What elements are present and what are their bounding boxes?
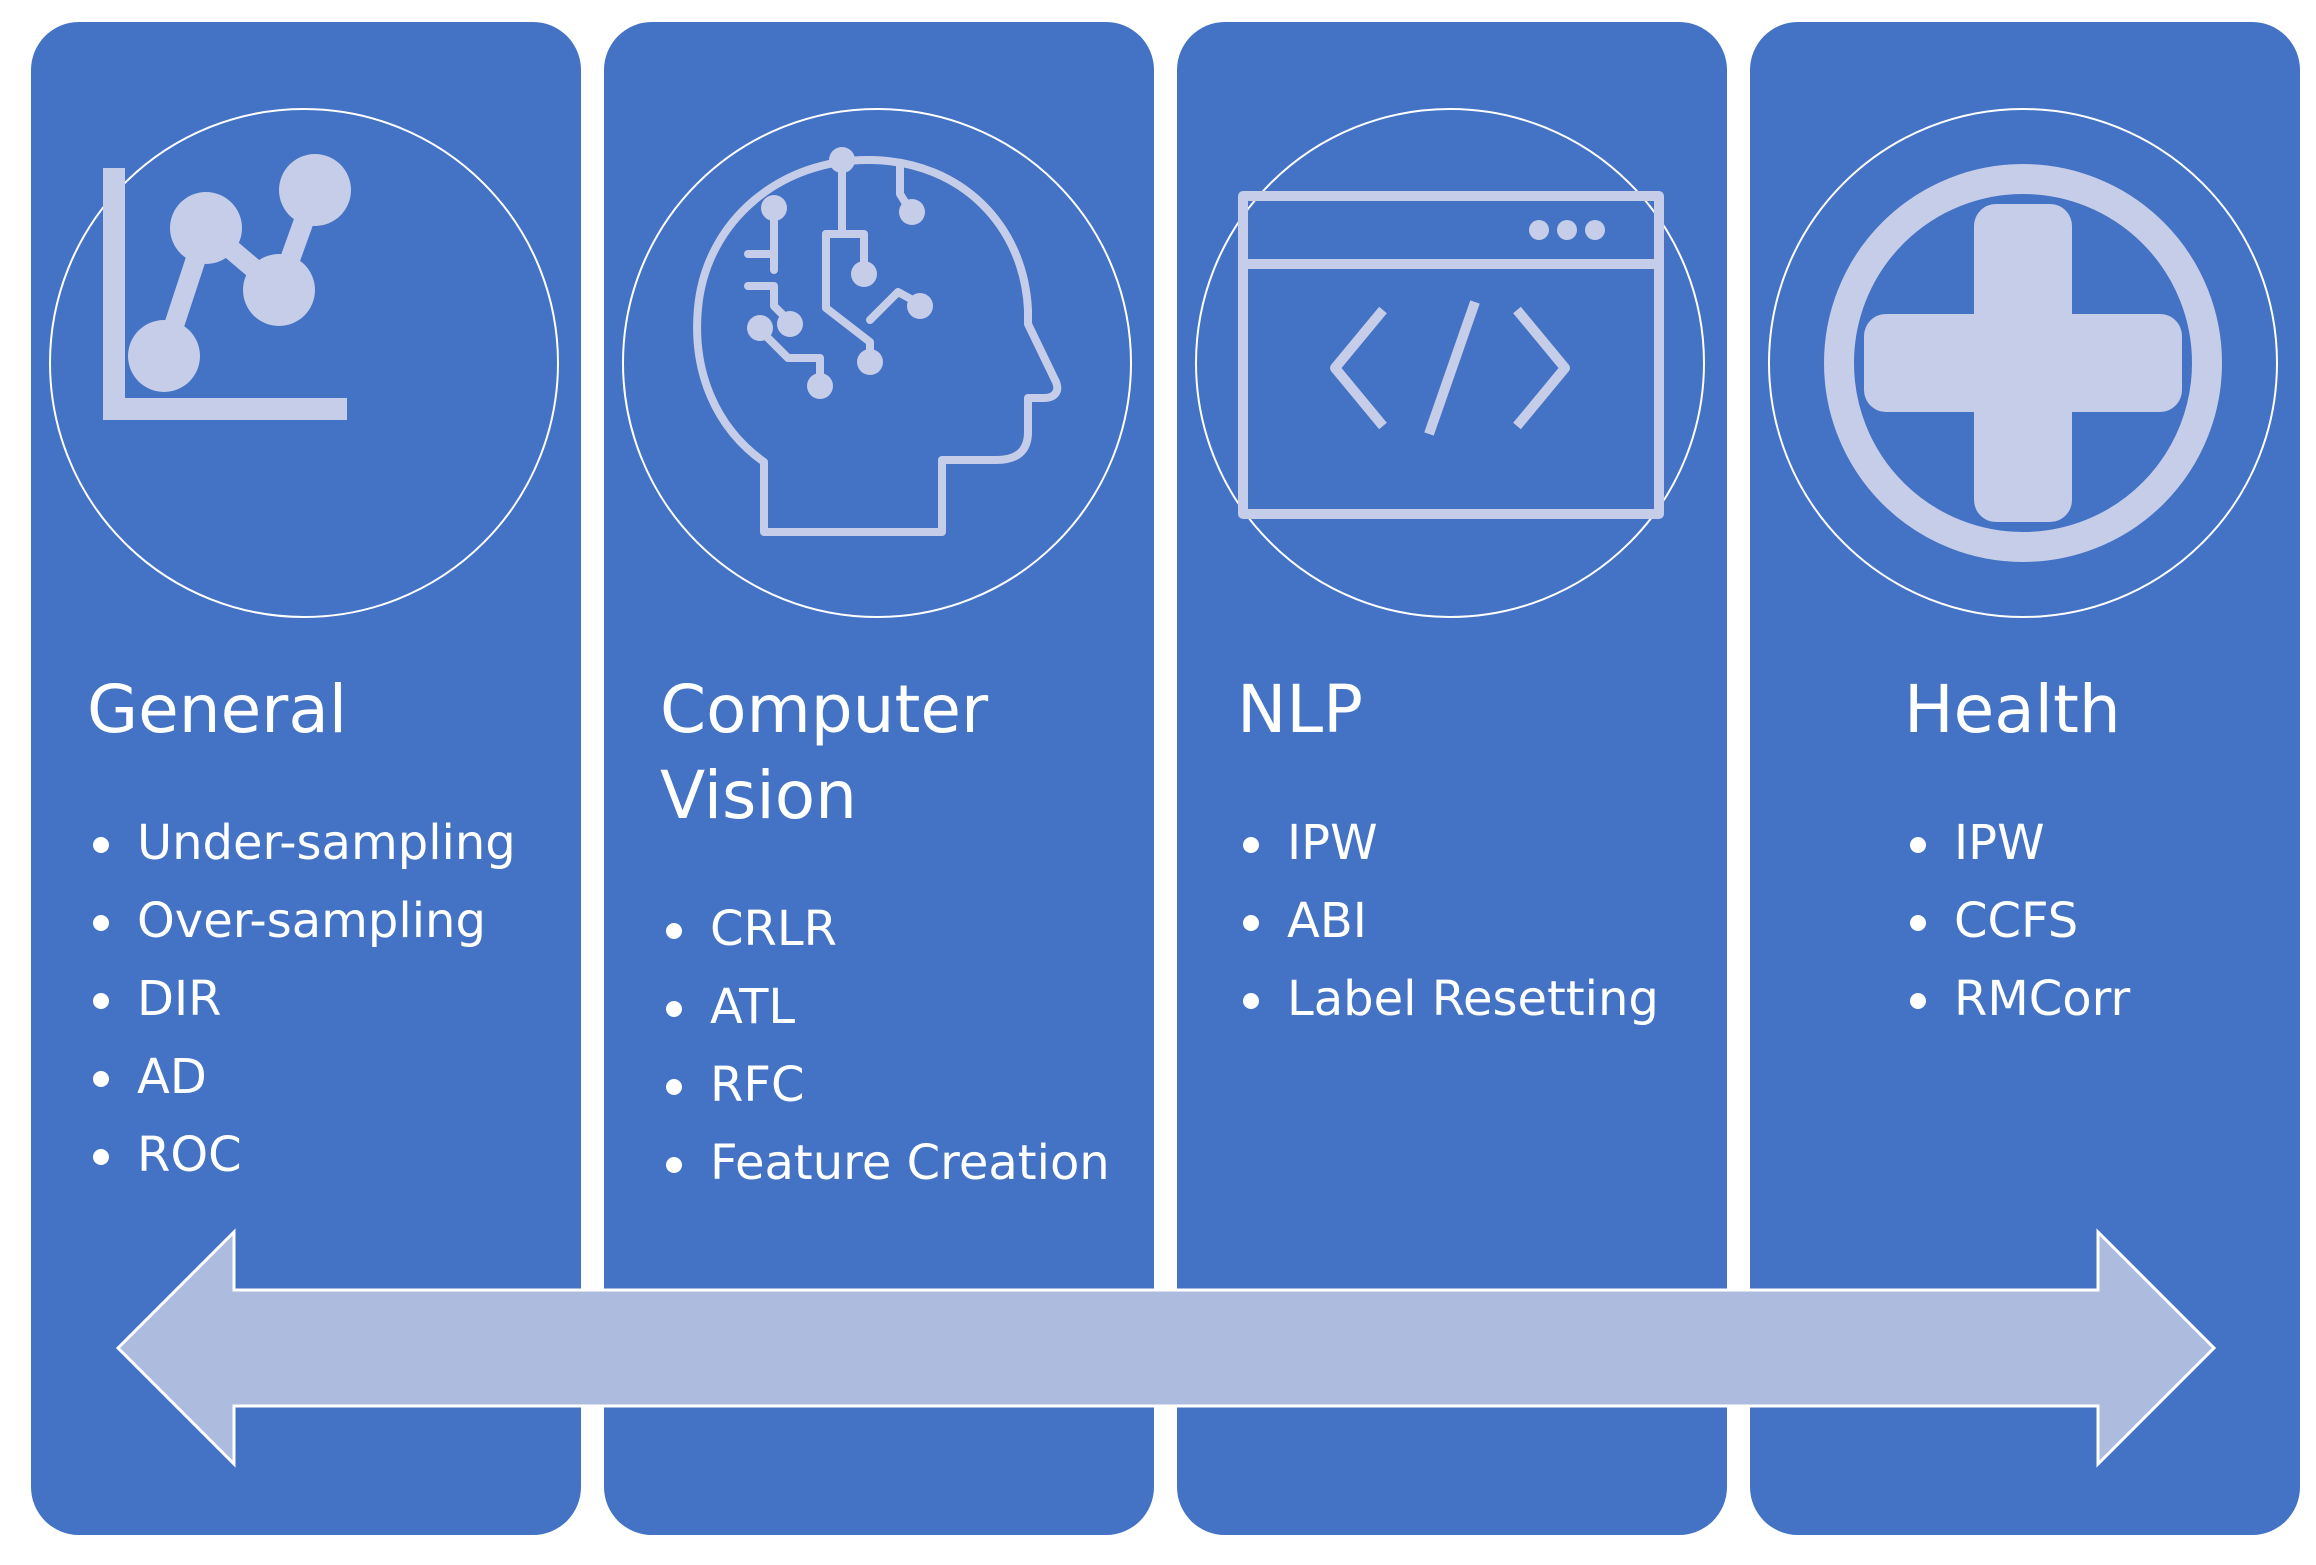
column-title: General <box>87 671 348 748</box>
column-nlp: NLP IPW ABI Label Resetting <box>1177 22 1727 1535</box>
icon-circle-nlp <box>1195 108 1705 618</box>
column-title: Computer Vision <box>660 671 989 834</box>
item-list: CRLR ATL RFC Feature Creation <box>660 890 1110 1202</box>
item-list: IPW ABI Label Resetting <box>1237 804 1659 1038</box>
column-computer-vision: Computer Vision CRLR ATL RFC Feature Cre… <box>604 22 1154 1535</box>
list-item: RFC <box>660 1046 1110 1124</box>
icon-circle-general <box>49 108 559 618</box>
icon-circle-health <box>1768 108 2278 618</box>
list-item: Over-sampling <box>87 882 516 960</box>
column-title: Health <box>1904 671 2121 748</box>
icon-circle-computer-vision <box>622 108 1132 618</box>
column-general: General Under-sampling Over-sampling DIR… <box>31 22 581 1535</box>
list-item: IPW <box>1237 804 1659 882</box>
list-item: RMCorr <box>1904 960 2130 1038</box>
list-item: CCFS <box>1904 882 2130 960</box>
list-item: ABI <box>1237 882 1659 960</box>
list-item: Under-sampling <box>87 804 516 882</box>
item-list: IPW CCFS RMCorr <box>1904 804 2130 1038</box>
brain-circuit-head-icon <box>693 147 1062 536</box>
list-item: ATL <box>660 968 1110 1046</box>
list-item: AD <box>87 1038 516 1116</box>
item-list: Under-sampling Over-sampling DIR AD ROC <box>87 804 516 1194</box>
code-window-icon <box>1238 191 1664 519</box>
list-item: Feature Creation <box>660 1124 1110 1202</box>
list-item: ROC <box>87 1116 516 1194</box>
list-item: Label Resetting <box>1237 960 1659 1038</box>
line-chart-icon <box>103 154 351 420</box>
list-item: CRLR <box>660 890 1110 968</box>
list-item: IPW <box>1904 804 2130 882</box>
column-title: NLP <box>1237 671 1363 748</box>
list-item: DIR <box>87 960 516 1038</box>
column-health: Health IPW CCFS RMCorr <box>1750 22 2300 1535</box>
medical-cross-icon <box>1824 164 2222 562</box>
